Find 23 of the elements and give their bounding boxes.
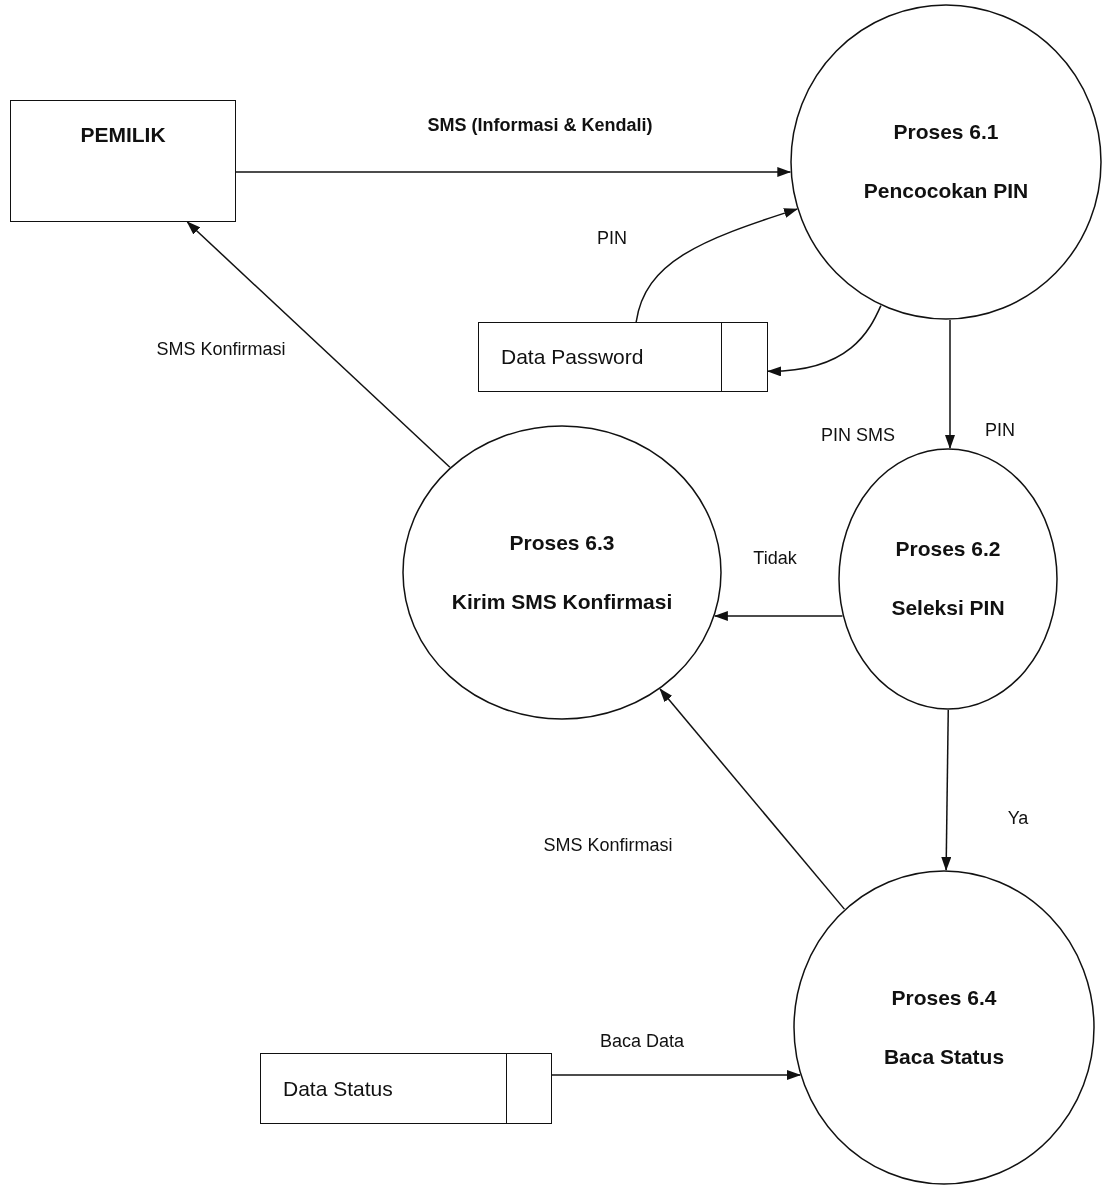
process-number: Proses 6.4 (891, 984, 997, 1011)
process-number: Proses 6.3 (509, 529, 615, 556)
arrow (635, 208, 799, 323)
process-name: Baca Status (883, 1043, 1005, 1070)
store-name: Data Status (283, 1076, 393, 1101)
process-number: Proses 6.1 (893, 119, 999, 146)
data-store (260, 1053, 552, 1124)
process-name: Pencocokan PIN (863, 178, 1029, 204)
store-name: Data Password (501, 345, 644, 369)
arrow (659, 688, 846, 910)
process-number: Proses 6.2 (895, 536, 1001, 563)
entity-name: PEMILIK (80, 123, 166, 148)
arrow (767, 304, 882, 376)
arrow (713, 611, 844, 621)
process-name: Seleksi PIN (891, 595, 1005, 621)
arrow (235, 167, 792, 177)
entity-box (10, 100, 236, 222)
arrow (945, 319, 955, 449)
arrow (551, 1070, 802, 1080)
arrow (186, 221, 451, 468)
process-name: Kirim SMS Konfirmasi (451, 588, 673, 615)
arrow (941, 709, 952, 871)
data-store (478, 322, 768, 392)
